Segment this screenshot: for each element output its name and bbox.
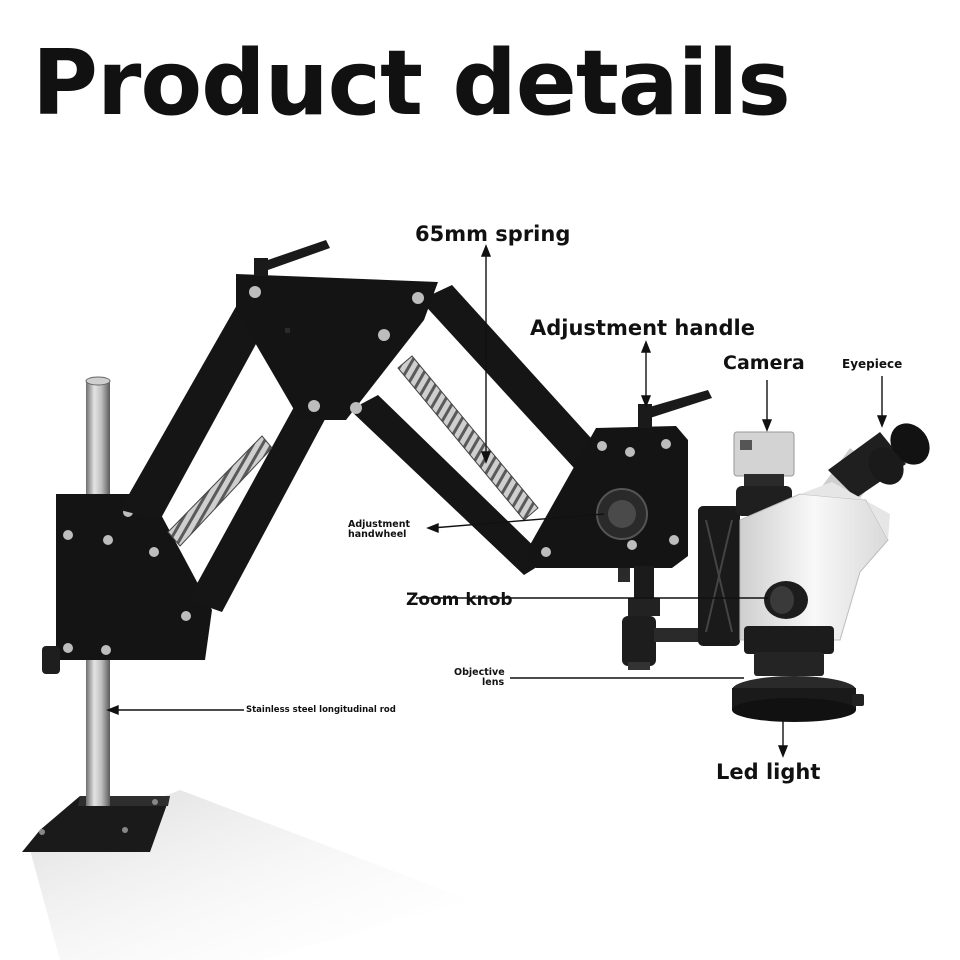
adjustment-handle [638, 390, 712, 428]
right-arm [350, 285, 600, 575]
spring-65mm [397, 355, 539, 521]
label-objective-lens-line2: lens [482, 677, 505, 688]
label-eyepiece: Eyepiece [842, 357, 903, 371]
left-spring [167, 435, 273, 547]
head-bracket [698, 506, 740, 646]
objective-lens [744, 626, 834, 676]
top-center-plate [236, 274, 438, 420]
annotation-lines [106, 244, 888, 758]
label-stainless-steel-rod: Stainless steel longitudinal rod [246, 705, 396, 715]
label-adjustment-handwheel-line1: Adjustment [348, 519, 411, 530]
label-objective-lens-line1: Objective [454, 667, 505, 678]
label-adjustment-handwheel: Adjustment handwheel [348, 520, 410, 540]
label-objective-lens: Objective lens [454, 668, 505, 688]
led-ring-light [732, 676, 864, 722]
left-mount-plate [42, 494, 212, 674]
label-adjustment-handwheel-line2: handwheel [348, 529, 407, 540]
page-title: Product details [32, 31, 791, 136]
left-arm [120, 282, 330, 612]
label-65mm-spring: 65mm spring [415, 222, 571, 246]
focus-column [618, 566, 704, 670]
label-adjustment-handle: Adjustment handle [530, 316, 755, 340]
label-led-light: Led light [716, 760, 821, 784]
label-camera: Camera [723, 352, 805, 374]
adjustment-handwheel [596, 488, 648, 540]
zoom-knob [764, 581, 808, 619]
top-lever [254, 240, 330, 276]
label-zoom-knob: Zoom knob [406, 590, 513, 610]
handwheel-pointer [431, 513, 605, 529]
